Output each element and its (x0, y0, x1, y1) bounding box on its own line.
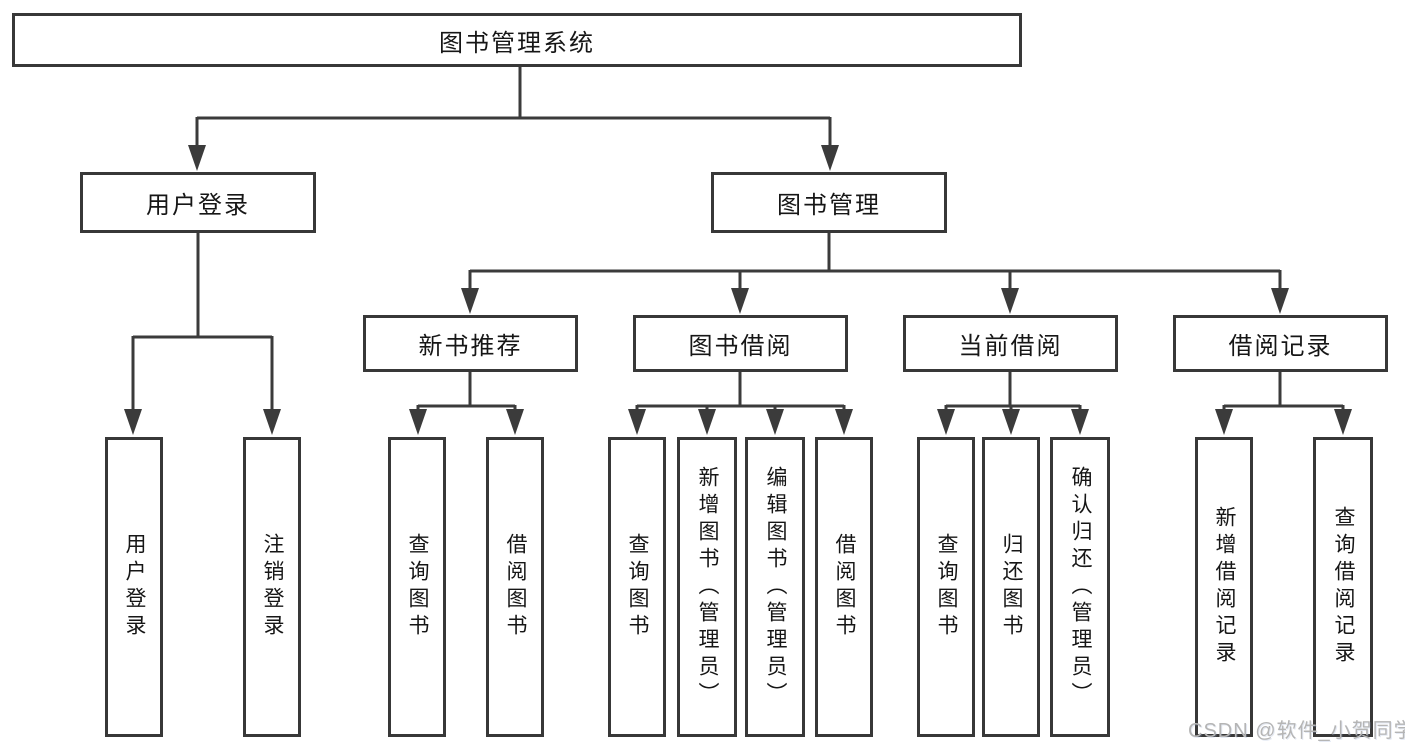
node-book-borrow: 图书借阅 (633, 315, 848, 372)
leaf-user-login: 用户登录 (105, 437, 163, 737)
leaf-logout: 注销登录 (243, 437, 301, 737)
leaf-borrow-books: 借阅图书 (815, 437, 873, 737)
node-book-management: 图书管理 (711, 172, 947, 233)
node-borrow-records: 借阅记录 (1173, 315, 1388, 372)
leaf-confirm-return-admin: 确认归还（管理员） (1050, 437, 1110, 737)
leaf-query-books-borrow: 查询图书 (608, 437, 666, 737)
leaf-query-books-recommend: 查询图书 (388, 437, 446, 737)
node-user-login: 用户登录 (80, 172, 316, 233)
leaf-query-borrow-record: 查询借阅记录 (1313, 437, 1373, 737)
node-new-book-recommend: 新书推荐 (363, 315, 578, 372)
leaf-edit-books-admin: 编辑图书（管理员） (745, 437, 805, 737)
leaf-query-books-current: 查询图书 (917, 437, 975, 737)
node-current-borrow: 当前借阅 (903, 315, 1118, 372)
leaf-add-borrow-record: 新增借阅记录 (1195, 437, 1253, 737)
csdn-watermark: CSDN @软件_小贺同学 (1188, 720, 1405, 742)
leaf-borrow-books-recommend: 借阅图书 (486, 437, 544, 737)
arrowheads (124, 145, 1352, 435)
leaf-add-books-admin: 新增图书（管理员） (677, 437, 737, 737)
leaf-return-books: 归还图书 (982, 437, 1040, 737)
node-library-management-system: 图书管理系统 (12, 13, 1022, 67)
